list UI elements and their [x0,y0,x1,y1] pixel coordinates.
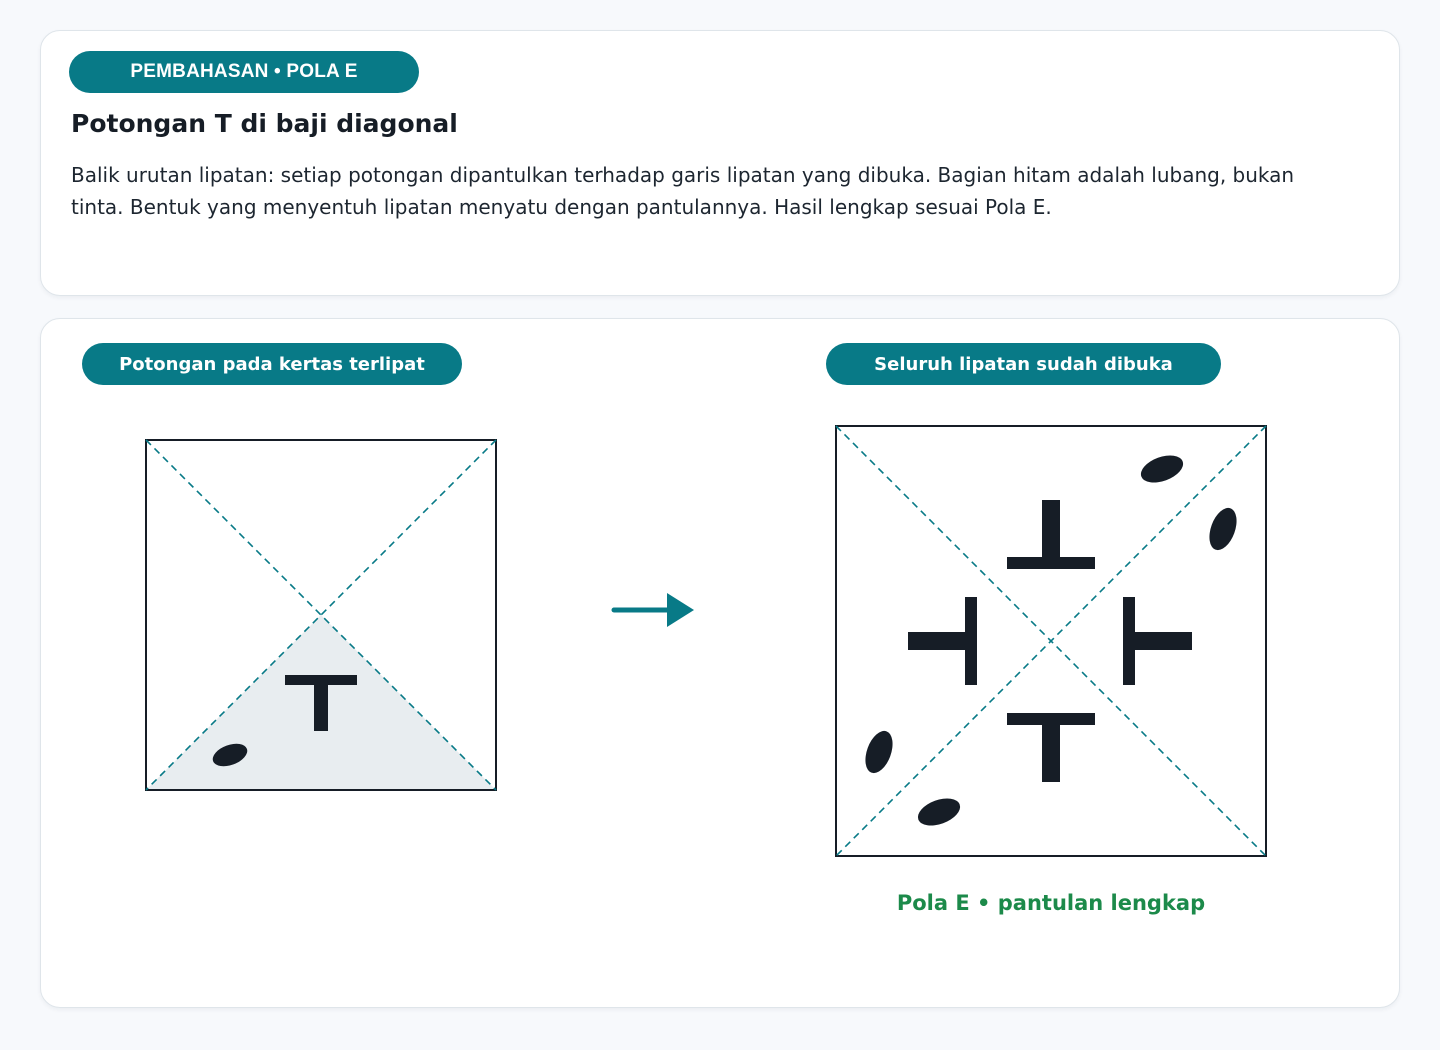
result-caption: Pola E • pantulan lengkap [896,891,1206,915]
oval-cut-hole [212,743,248,767]
t-cut-hole [285,675,357,731]
unfolded-paper [835,425,1267,857]
fold-line-diagonal [145,439,497,791]
oval-hole-top-right-b [1209,507,1237,551]
folded-paper [145,439,497,791]
arrow-right-icon [611,593,694,627]
explanation-text: Balik urutan lipatan: setiap potongan di… [71,163,1295,219]
explanation-card: PEMBAHASAN • POLA E Potongan T di baji d… [40,30,1400,296]
page-title: Potongan T di baji diagonal [71,109,458,138]
topic-badge: PEMBAHASAN • POLA E [69,51,419,93]
t-hole-left [908,597,977,685]
unfolded-paper-outline [835,425,1267,857]
folded-paper-label: Potongan pada kertas terlipat [82,343,462,385]
oval-hole-bottom-left-a [865,730,893,774]
fold-diagram [145,425,1267,857]
unfolded-fold-line-antidiagonal [835,425,1267,857]
fold-line-antidiagonal [145,439,497,791]
unfolded-paper-label: Seluruh lipatan sudah dibuka [826,343,1221,385]
t-hole-right [1123,597,1192,685]
folded-paper-outline [145,439,497,791]
diagram-card: Potongan pada kertas terlipat Seluruh li… [40,318,1400,1008]
t-hole-bottom [1007,713,1095,782]
oval-hole-bottom-left-b [917,798,961,826]
t-hole-top [1007,500,1095,569]
oval-hole-top-right-a [1140,455,1184,483]
